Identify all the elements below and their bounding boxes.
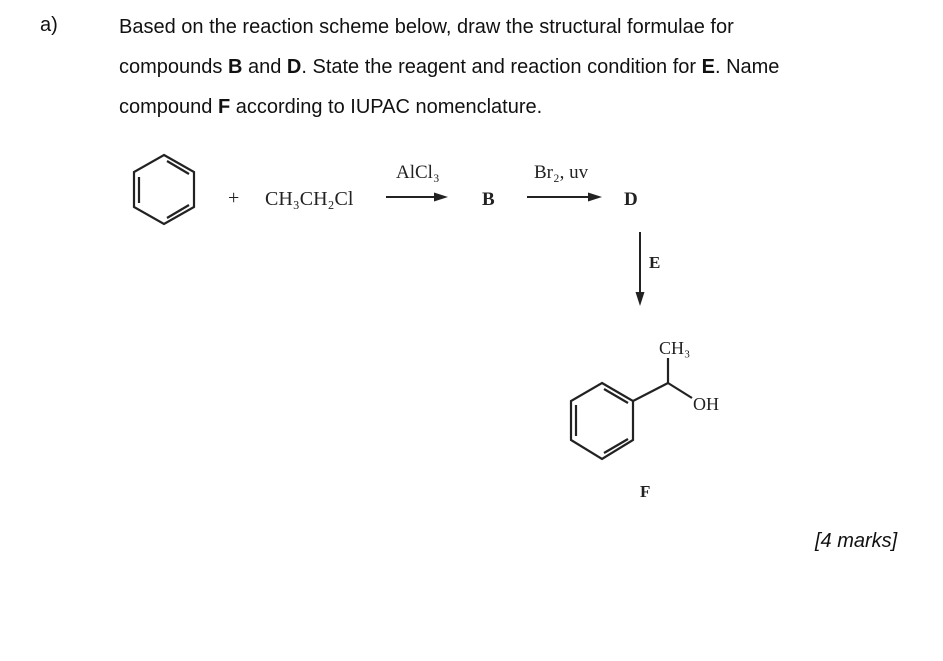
compound-b: B — [482, 189, 495, 210]
reagent-e: E — [649, 253, 660, 272]
bold-b: B — [227, 56, 243, 78]
compound-f: F — [640, 482, 650, 501]
text: Based on the reaction scheme below, draw… — [119, 16, 734, 38]
reagent-2: Br₂, uv — [534, 162, 589, 183]
benzene-structure — [132, 153, 196, 226]
reactant-formula: CH₃CH₂Cl — [265, 188, 354, 210]
question-line-2: compounds B and D. State the reagent and… — [119, 47, 779, 87]
text: . State the reagent and reaction conditi… — [301, 56, 702, 78]
f-methyl-label: CH₃ — [659, 338, 690, 358]
question-line-1: Based on the reaction scheme below, draw… — [119, 7, 734, 47]
compound-d: D — [624, 189, 638, 210]
arrow-2 — [527, 192, 602, 202]
bold-f: F — [217, 96, 231, 118]
text: and — [242, 56, 287, 78]
question-line-3: compound F according to IUPAC nomenclatu… — [119, 87, 542, 127]
arrow-3 — [635, 232, 645, 306]
text: according to IUPAC nomenclature. — [230, 96, 543, 118]
bold-d: D — [286, 56, 302, 78]
plus-sign: + — [228, 187, 239, 209]
reagent-1: AlCl₃ — [396, 162, 440, 183]
marks-label: [4 marks] — [815, 530, 898, 552]
arrow-1 — [386, 192, 448, 202]
text: compound — [119, 96, 218, 118]
text: compounds — [119, 56, 228, 78]
text: . Name — [714, 56, 780, 78]
bold-e: E — [701, 56, 715, 78]
question-label: a) — [40, 14, 58, 36]
f-hydroxyl-label: OH — [693, 394, 719, 414]
compound-f-structure — [569, 358, 693, 461]
